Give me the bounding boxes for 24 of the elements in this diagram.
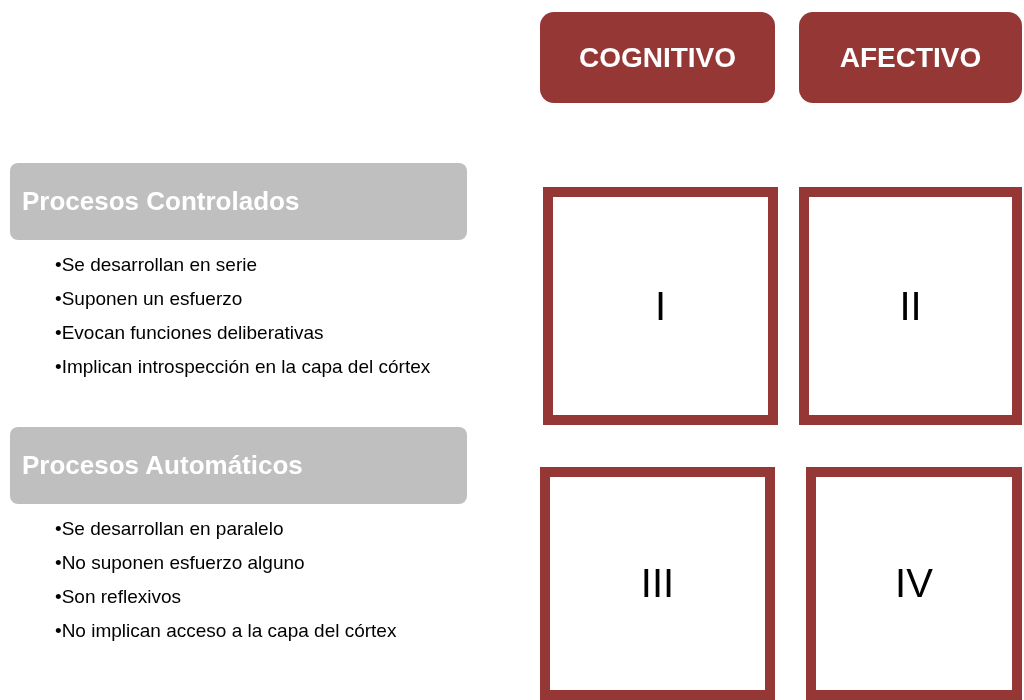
bullet-text: •Suponen un esfuerzo [55,287,243,311]
category-header [540,12,775,103]
section-heading-bar [10,427,467,504]
bullet-text: •No suponen esfuerzo alguno [55,551,305,575]
heading-text: AFECTIVO [839,41,982,74]
bullet-text: •Son reflexivos [55,585,181,609]
heading-text: COGNITIVO [578,41,737,74]
bullet-text: •Se desarrollan en serie [55,253,258,277]
roman-numeral: III [640,561,675,606]
section-heading-bar [10,163,467,240]
bullet-text: •Implican introspección en la capa del córtex [55,355,431,379]
bullet-text: •No implican acceso a la capa del córtex [55,619,397,643]
quadrant-square [799,187,1022,425]
roman-numeral: IV [895,561,933,606]
bullet-text: •Evocan funciones deliberativas [55,321,324,345]
quadrant-square [543,187,778,425]
quadrant-square [540,467,775,700]
bullet-text: •Se desarrollan en paralelo [55,517,284,541]
roman-numeral: II [899,283,922,329]
heading-text: Procesos Controlados [22,186,300,217]
category-header [799,12,1022,103]
roman-numeral: I [654,283,667,329]
heading-text: Procesos Automáticos [22,450,303,481]
quadrant-square [806,467,1022,700]
